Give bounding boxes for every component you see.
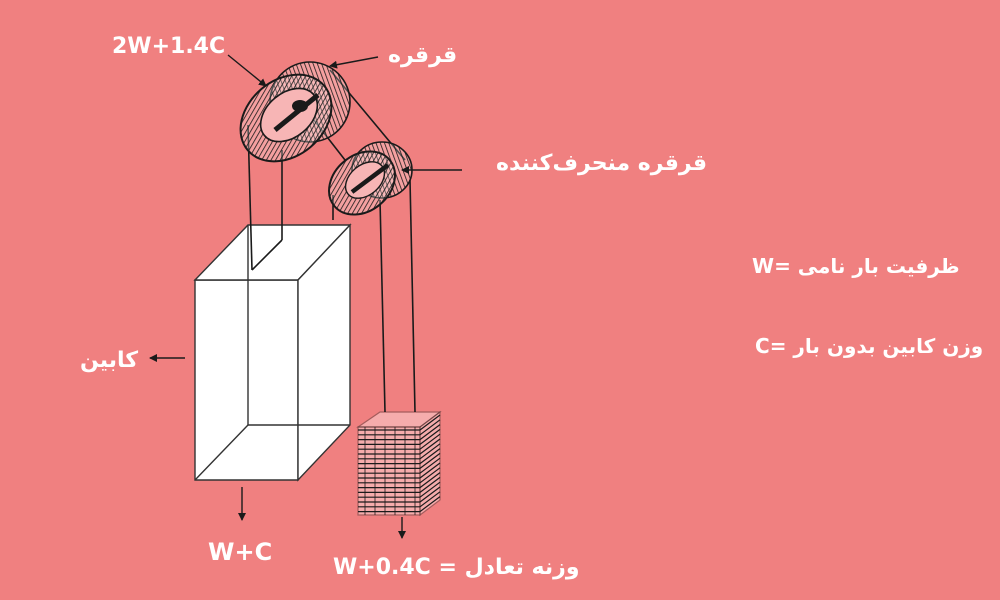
counterweight-stack [356, 410, 442, 517]
cabin-load-label: W+C [208, 538, 273, 566]
counterweight-plate-edge [419, 476, 441, 493]
counterweight-plate-edge [419, 457, 441, 474]
counterweight-plate-edge [419, 491, 441, 508]
counterweight-plate-edge [419, 419, 441, 436]
cabin-label: کابین [80, 348, 139, 373]
counterweight-plate-edge [419, 424, 441, 441]
counterweight-plate-edge [419, 414, 441, 431]
cabin-box [193, 223, 352, 482]
counterweight-plate-edge [419, 486, 441, 503]
sheave-arrow [329, 56, 379, 69]
sheave-load-label: 2W+1.4C [112, 34, 226, 59]
main-sheave [239, 61, 351, 163]
counterweight-plate-edge [419, 496, 441, 513]
counterweight-plate-edge [419, 481, 441, 498]
sheave-load-arrow [227, 54, 267, 87]
counterweight-plate-edge [419, 452, 441, 469]
legend-w: ظرفیت بار نامی =W [752, 254, 960, 278]
counterweight-plate-edge [419, 438, 441, 455]
counterweight-plate-edge [419, 443, 441, 460]
counterweight-label: وزنه تعادل = W+0.4C [333, 555, 580, 580]
deflector-sheave [328, 141, 413, 216]
counterweight-plate-edge [419, 428, 441, 445]
counterweight-plate-edge [419, 462, 441, 479]
counterweight-plate-edge [419, 467, 441, 484]
sheave-label: قرقره [388, 43, 458, 68]
counterweight-plate-edge [419, 433, 441, 450]
deflector-sheave-label: قرقره منحرف‌کننده [496, 151, 707, 176]
counterweight-plate-edge [419, 448, 441, 465]
legend-c: وزن کابین بدون بار =C [755, 334, 984, 358]
pointer-arrows [149, 54, 462, 539]
counterweight-plate-edge [419, 472, 441, 489]
